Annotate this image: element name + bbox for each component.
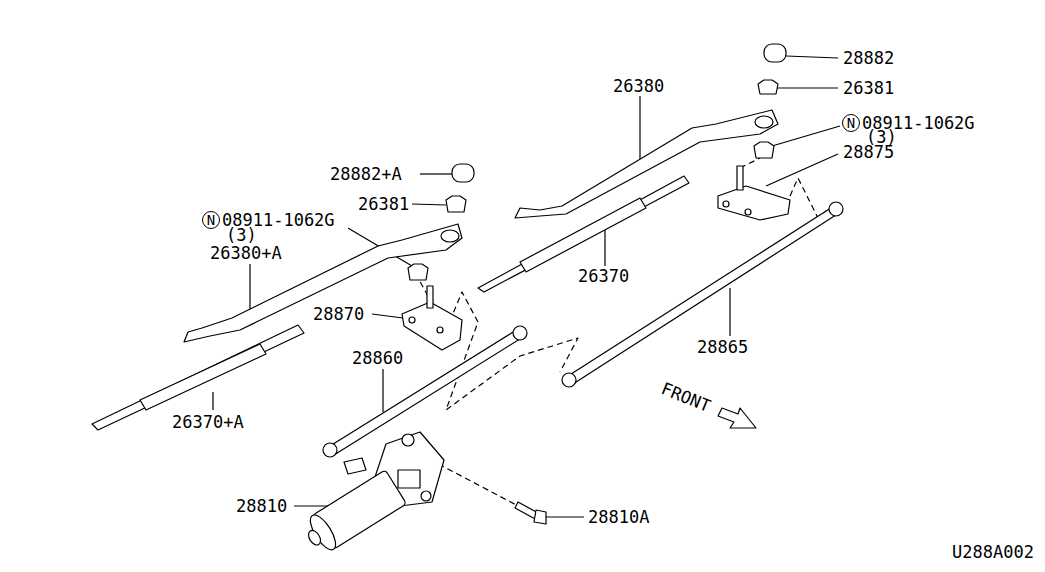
arm-pivot <box>755 116 773 128</box>
pivot-shaft <box>737 166 743 190</box>
part-number: 26370+A <box>172 414 244 431</box>
blade-frame <box>520 198 646 272</box>
link-rod <box>330 329 523 455</box>
nut <box>758 80 778 94</box>
wiper-motor <box>300 432 444 557</box>
nut <box>754 142 774 158</box>
part-number: 26380+A <box>210 245 282 262</box>
part-number: 26381 <box>358 196 409 213</box>
direction-label: FRONT <box>659 380 713 415</box>
link-rod <box>568 206 839 384</box>
cap <box>452 164 474 182</box>
part-number: 28870 <box>313 306 364 323</box>
cap <box>764 44 786 62</box>
quantity: (3) <box>226 227 257 244</box>
assembly-dashes <box>412 158 832 508</box>
part-number: 28882+A <box>330 166 402 183</box>
part-number: 26370 <box>578 268 629 285</box>
pivot-bracket <box>402 302 462 350</box>
bolt <box>515 502 546 524</box>
diagram-code: U288A002 <box>952 544 1034 561</box>
part-number: 28875 <box>843 144 894 161</box>
nut <box>408 264 428 280</box>
nut <box>446 196 466 212</box>
circled-symbol: N <box>842 114 860 132</box>
part-number: 28810 <box>236 498 287 515</box>
circled-symbol: N <box>202 211 220 229</box>
part-number: 26381 <box>843 80 894 97</box>
part-number: 28860 <box>352 350 403 367</box>
part-number: 28882 <box>843 50 894 67</box>
wiper-blade <box>478 176 689 292</box>
pivot-shaft <box>427 286 433 308</box>
part-number: 28865 <box>697 339 748 356</box>
front-arrow <box>718 408 756 428</box>
wiper-blade <box>92 325 304 430</box>
part-number: 28810A <box>588 509 649 526</box>
blade-frame <box>140 344 266 410</box>
pivot-bracket <box>718 186 790 220</box>
part-number: 26380 <box>613 78 664 95</box>
arm-pivot <box>441 230 459 242</box>
